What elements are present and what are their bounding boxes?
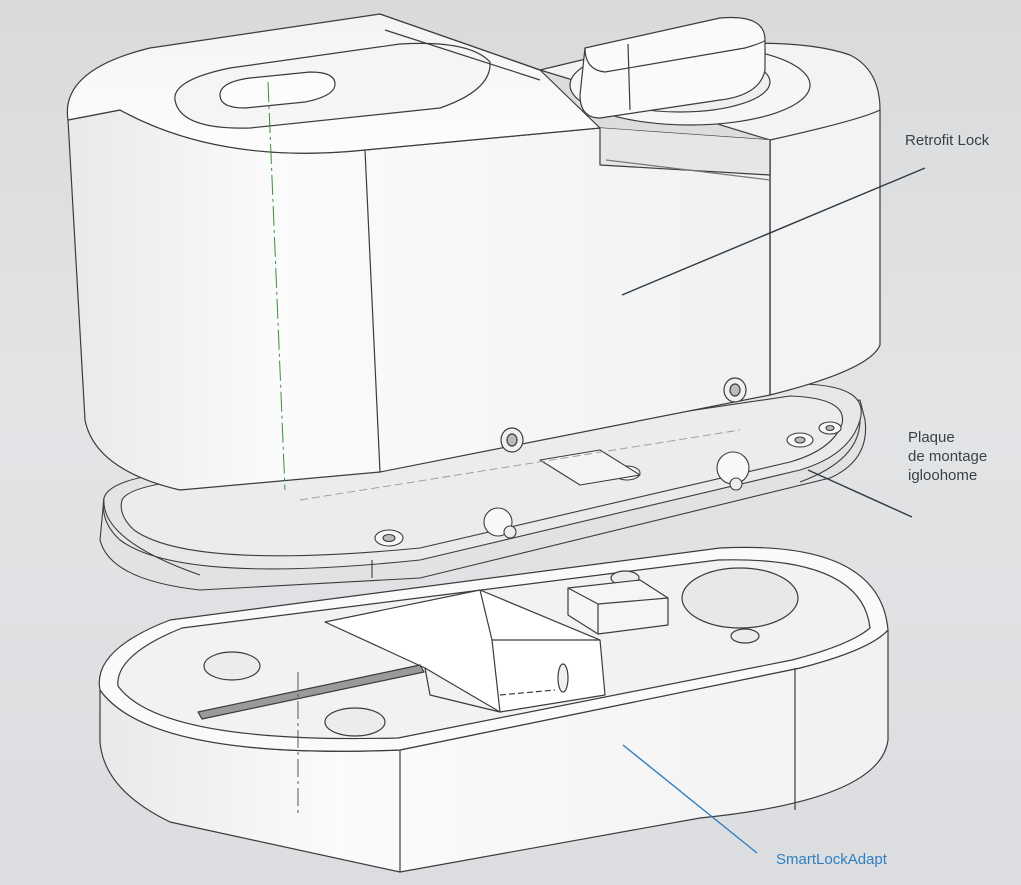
adapter-large-hole (681, 567, 799, 629)
adapter-block (567, 579, 669, 635)
leader-plaque (807, 469, 913, 518)
knob (579, 16, 766, 119)
plate-bosses (374, 421, 842, 547)
adapter-hole-1 (203, 651, 261, 681)
adapter-hole-2 (324, 707, 386, 737)
lock-axis (267, 81, 286, 491)
adapter-hole-4 (730, 628, 760, 644)
label-retrofit-lock: Retrofit Lock (905, 132, 990, 149)
mounting-plate-part (99, 383, 867, 591)
leader-smartlockadapt (622, 744, 758, 854)
retrofit-lock-part (66, 13, 881, 491)
adapter-slot (197, 664, 425, 720)
label-smartlockadapt: SmartLockAdapt (776, 851, 887, 868)
label-plaque-de-montage: Plaque de montage igloohome (908, 429, 988, 484)
top-slot-button (219, 71, 336, 109)
smartlockadapt-part (98, 546, 889, 873)
leader-retrofit-lock (621, 167, 926, 296)
lock-screws (500, 377, 747, 453)
